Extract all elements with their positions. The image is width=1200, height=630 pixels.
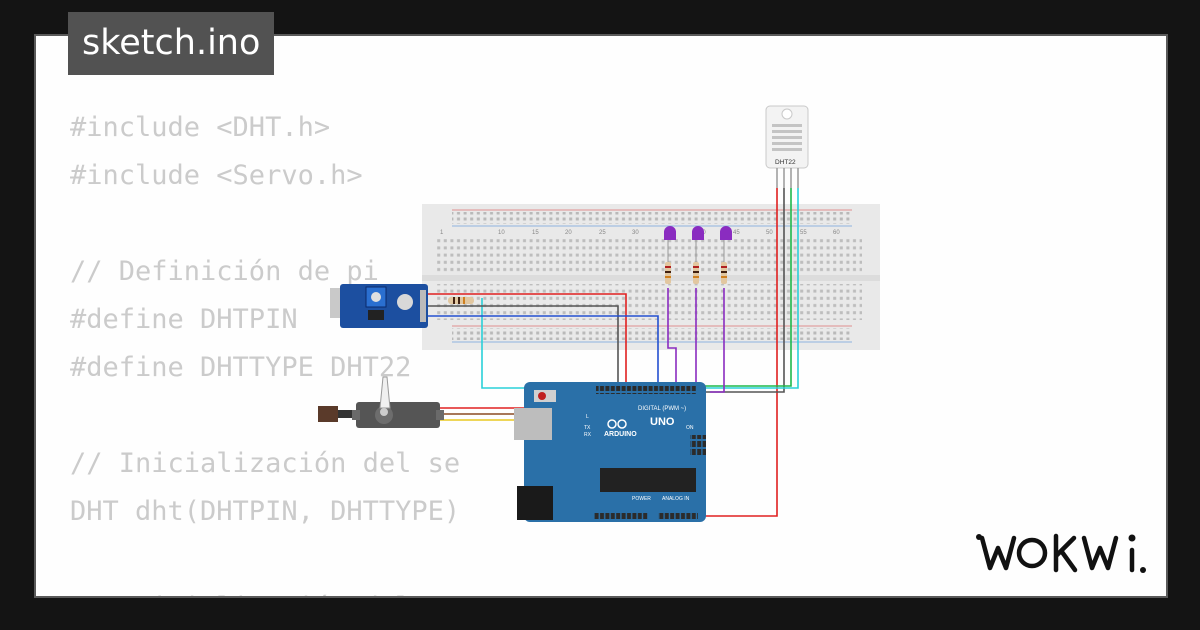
- wokwi-logo: [976, 524, 1151, 581]
- ldr-sensor-module[interactable]: [330, 284, 474, 328]
- file-tab[interactable]: sketch.ino: [68, 12, 275, 75]
- code-line: // Inicialización del se: [70, 448, 461, 479]
- bb-number: 25: [599, 230, 606, 236]
- l-label: L: [586, 414, 589, 420]
- bb-number: 55: [800, 230, 807, 236]
- bb-number: 1: [440, 230, 444, 236]
- arduino-model: UNO: [650, 416, 675, 428]
- code-line: #define DHTPIN: [70, 304, 298, 335]
- dht-label: DHT22: [775, 159, 796, 166]
- dht22-sensor[interactable]: DHT22: [765, 105, 809, 188]
- code-editor: #include <DHT.h> #include <Servo.h> // Def…: [70, 104, 461, 596]
- tx-label: TX: [584, 425, 591, 431]
- code-line: DHT dht(DHTPIN, DHTTYPE): [70, 496, 461, 527]
- arduino-uno-board[interactable]: DIGITAL (PWM ~) ARDUINO UNO TX RX L ON P…: [514, 382, 706, 522]
- led-resistor-group[interactable]: [664, 226, 732, 284]
- bb-number: 15: [532, 230, 539, 236]
- bb-number: 20: [565, 230, 572, 236]
- code-line: // Inicialización del se: [70, 584, 460, 596]
- bb-number: 45: [733, 230, 740, 236]
- code-line: #define DHTTYPE DHT22: [70, 352, 412, 383]
- infinity-logo: [607, 419, 627, 429]
- bb-number: 60: [833, 230, 840, 236]
- led[interactable]: [692, 226, 704, 284]
- power-label: POWER: [632, 496, 651, 502]
- arduino-brand: ARDUINO: [604, 431, 637, 438]
- code-line: #include <Servo.h>: [70, 160, 363, 191]
- rx-label: RX: [584, 432, 592, 438]
- bb-number: 10: [498, 230, 505, 236]
- on-label: ON: [686, 425, 694, 431]
- digital-label: DIGITAL (PWM ~): [638, 406, 686, 412]
- breadboard[interactable]: 1 10 15 20 25 30 35 40 45 50 55 60: [422, 204, 880, 350]
- code-line: // Definición de pi: [70, 256, 379, 287]
- bb-number: 30: [632, 230, 639, 236]
- led[interactable]: [664, 226, 676, 284]
- led[interactable]: [720, 226, 732, 284]
- servo-motor[interactable]: [318, 376, 444, 428]
- bb-number: 50: [766, 230, 773, 236]
- code-line: #include <DHT.h>: [70, 112, 331, 143]
- wokwi-logo-icon: [976, 533, 1146, 573]
- analog-label: ANALOG IN: [662, 496, 690, 502]
